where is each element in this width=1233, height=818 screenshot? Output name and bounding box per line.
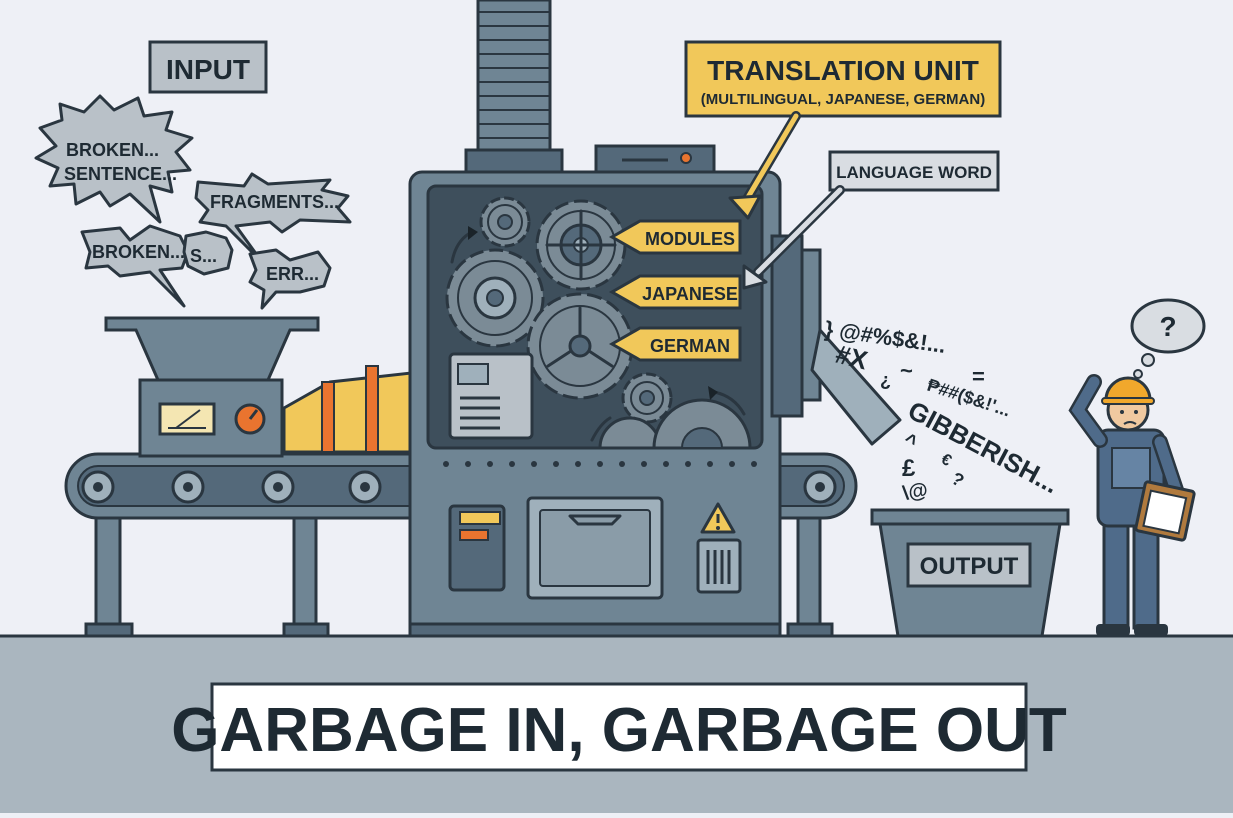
translation-unit-title: TRANSLATION UNIT [707, 55, 979, 86]
translation-unit-callout: TRANSLATION UNIT (MULTILINGUAL, JAPANESE… [684, 40, 1002, 220]
gibberish-text: ~ [900, 358, 913, 383]
output-bin: OUTPUT [870, 508, 1070, 638]
gibberish-text: € [938, 451, 954, 470]
bubble-text: SENTENCE... [64, 164, 177, 184]
gear-icon [445, 248, 545, 348]
module-tag-text: GERMAN [650, 336, 730, 356]
module-tag-text: MODULES [645, 229, 735, 249]
module-tag-modules: MODULES [608, 219, 742, 255]
gibberish-text: = [972, 364, 985, 389]
translation-unit-subtitle: (MULTILINGUAL, JAPANESE, GERMAN) [701, 91, 985, 108]
page-title: GARBAGE IN, GARBAGE OUT [171, 696, 1067, 765]
clipboard-icon [1134, 480, 1196, 542]
gear-icon [535, 199, 627, 291]
speech-bubble-s: S... [182, 230, 234, 276]
gibberish-text: ^ [900, 429, 921, 454]
gear-icon [479, 196, 531, 248]
bubble-text: S... [190, 246, 217, 266]
speech-bubble-err: ERR... [248, 248, 332, 310]
input-label-text: INPUT [166, 54, 250, 85]
language-word-callout: LANGUAGE WORD [742, 150, 1000, 290]
gauge-icon [158, 402, 216, 436]
title-banner: GARBAGE IN, GARBAGE OUT [171, 682, 1067, 772]
gibberish-text: £ [902, 455, 916, 482]
gibberish-text: ¿ [880, 370, 891, 390]
translation-machine: MODULES JAPANESE GERMAN [408, 144, 822, 638]
output-label-text: OUTPUT [920, 553, 1019, 580]
language-word-text: LANGUAGE WORD [836, 163, 992, 182]
speech-bubble-broken: BROKEN... [80, 224, 190, 308]
speech-bubble-fragments: FRAGMENTS... [194, 172, 352, 264]
warning-icon [700, 502, 736, 534]
hard-hat-icon [1101, 376, 1155, 405]
gibberish-text: ? [948, 468, 968, 491]
input-hopper [104, 316, 320, 458]
input-label: INPUT [148, 40, 268, 94]
thought-question-mark: ? [1159, 311, 1176, 342]
module-tag-japanese: JAPANESE [608, 274, 742, 310]
thought-bubble-icon: ? [1130, 298, 1206, 379]
output-chute [810, 328, 902, 446]
dial-icon [234, 403, 266, 435]
chimney-duct [464, 0, 564, 174]
module-tag-text: JAPANESE [642, 284, 738, 304]
feed-chute [282, 365, 422, 454]
speech-bubble-broken-sentence: BROKEN... SENTENCE... [34, 94, 194, 224]
bubble-text: FRAGMENTS... [210, 192, 339, 212]
gibberish-text: \@ [901, 479, 930, 505]
module-tag-german: GERMAN [608, 326, 742, 362]
gear-icon [526, 292, 634, 400]
gear-icon [598, 398, 752, 450]
gear-icon [621, 372, 673, 424]
bubble-text: BROKEN... [92, 242, 185, 262]
bubble-text: BROKEN... [66, 140, 159, 160]
confused-worker: ? [1068, 298, 1206, 636]
bubble-text: ERR... [266, 264, 319, 284]
